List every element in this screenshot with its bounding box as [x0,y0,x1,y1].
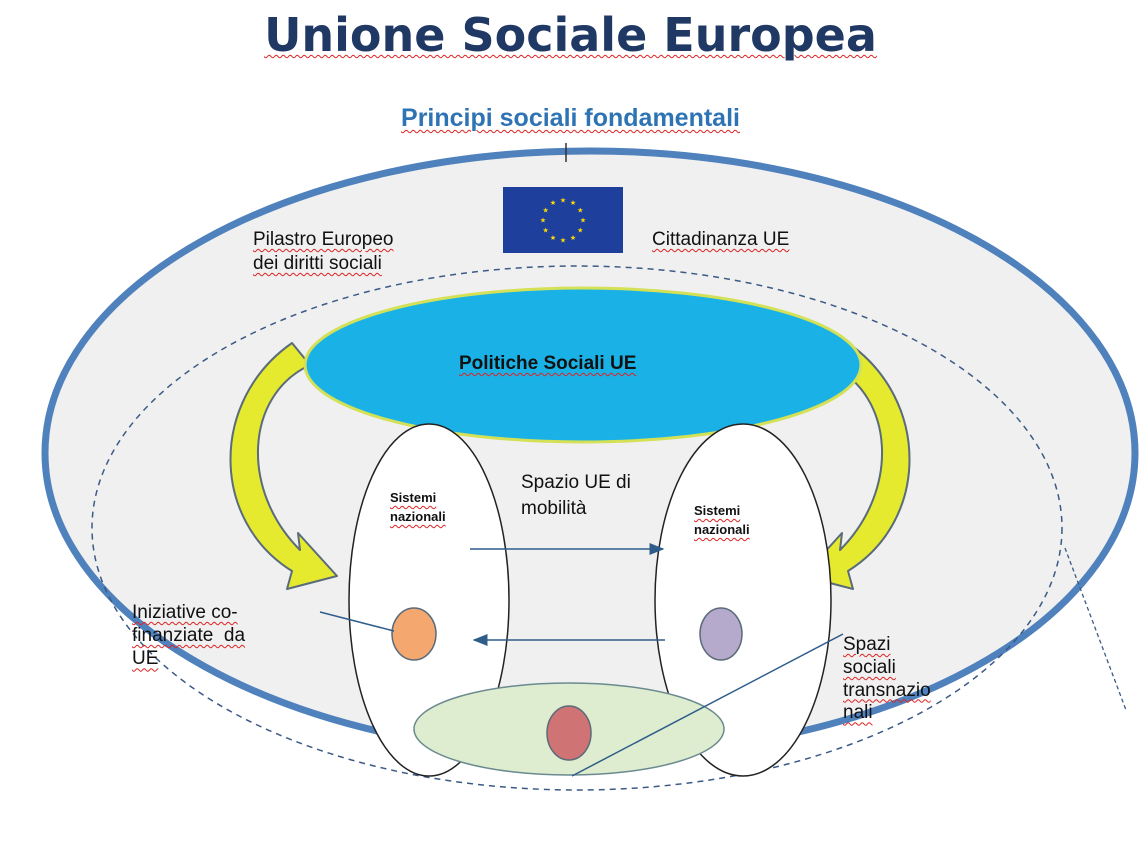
sistemi-nazionali-left-label: Sistemi nazionali [390,490,446,524]
iniziative-connector-line [319,611,395,632]
dot-left [391,607,437,661]
sistemi-nazionali-right-label: Sistemi nazionali [694,503,750,537]
flag-star: ★ [543,207,549,215]
flag-star: ★ [577,207,583,215]
subtitle-text: Principi sociali fondamentali [401,104,740,132]
dot-bottom [546,705,592,761]
iniziative-label: Iniziative co- finanziate da UE [132,602,246,670]
curved-arrow-left-icon [229,342,338,590]
sistemi-nazionali-left-ellipse [348,423,510,777]
main-title: Unione Sociale Europea [264,8,877,62]
subtitle: Principi sociali fondamentali [0,104,1141,133]
eu-flag-icon: ★★★★★★★★★★★★ [503,187,623,253]
flag-star: ★ [577,227,583,235]
politiche-sociali-ellipse [303,286,863,444]
spazi-sociali-connector-line [571,633,844,777]
flag-star: ★ [560,237,566,245]
flag-star: ★ [550,199,556,207]
pilastro-label: Pilastro Europeo dei diritti sociali [253,229,394,274]
dot-right [699,607,743,661]
sistemi-nazionali-right-ellipse [654,423,832,777]
flag-star: ★ [570,234,576,242]
flag-star: ★ [540,217,546,225]
politiche-label: Politiche Sociali UE [459,353,637,374]
flag-star: ★ [580,217,586,225]
dotted-pointer-line [1064,547,1127,711]
flag-star: ★ [543,227,549,235]
flag-star: ★ [550,234,556,242]
cittadinanza-label: Cittadinanza UE [652,229,790,250]
spazio-mobilita-label: Spazio UE di mobilità [521,472,631,519]
curved-arrow-right-icon [802,342,911,590]
flag-star: ★ [560,197,566,205]
flag-star: ★ [570,199,576,207]
dashed-inner-ellipse [91,265,1063,791]
spazi-sociali-label: Spazi sociali transnazio nali [843,634,931,724]
